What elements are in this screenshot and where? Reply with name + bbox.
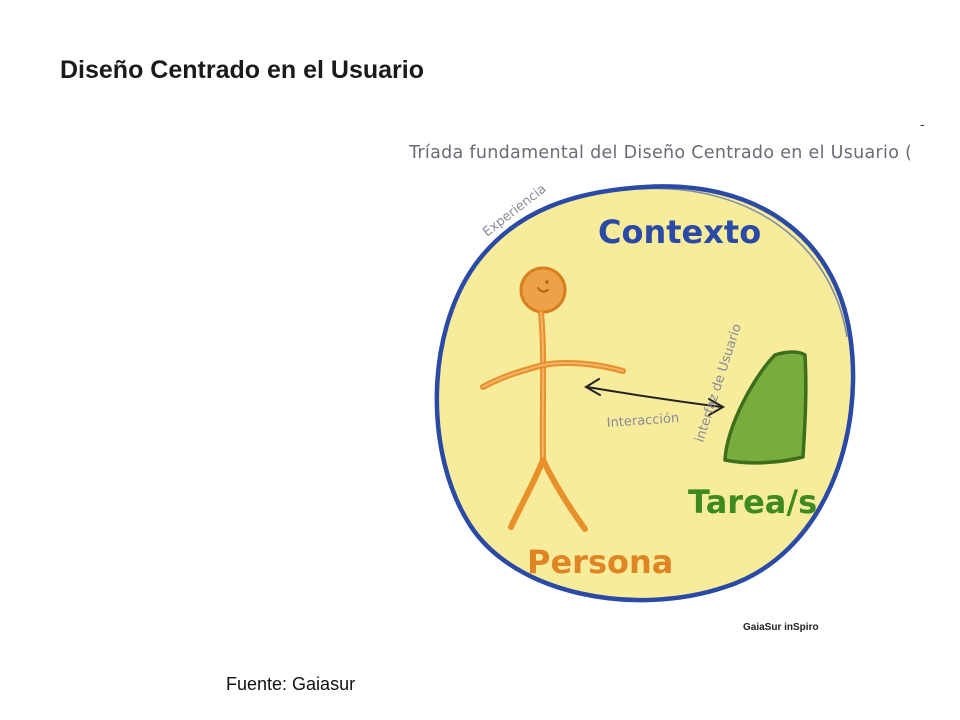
diagram-credit: GaiaSur inSpiro	[743, 622, 819, 633]
contexto-label: Contexto	[598, 213, 761, 251]
source-caption: Fuente: Gaiasur	[226, 674, 356, 694]
person-figure	[480, 266, 626, 532]
persona-label: Persona	[527, 543, 673, 581]
slide-title: Diseño Centrado en el Usuario	[60, 56, 424, 84]
context-circle-sketch	[639, 187, 848, 338]
diagram-heading: Tríada fundamental del Diseño Centrado e…	[408, 143, 910, 163]
tareas-label: Tarea/s	[688, 483, 817, 521]
interaction-arrow	[584, 378, 726, 416]
task-shape	[723, 350, 808, 465]
interaccion-label: Interacción	[606, 411, 679, 431]
corner-mark: -	[920, 116, 925, 132]
dcu-diagram: Tríada fundamental del Diseño Centrado e…	[408, 143, 910, 633]
